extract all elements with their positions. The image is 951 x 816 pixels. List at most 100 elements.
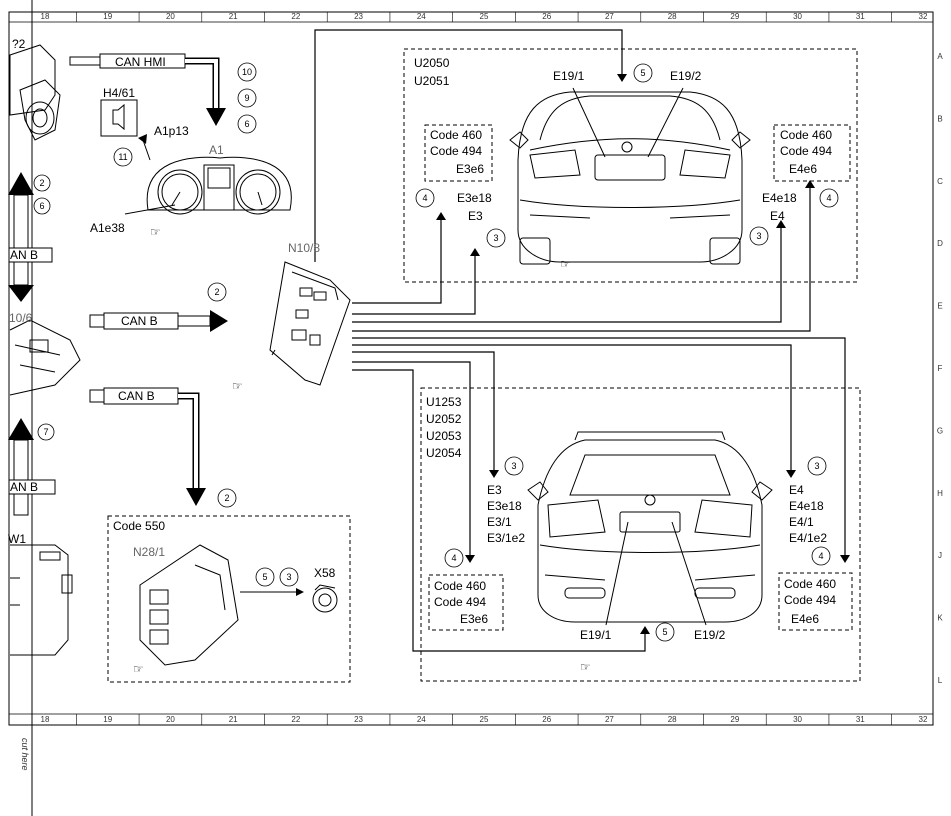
wagon-right-code-box (778, 572, 853, 631)
grid-column-label: 24 (417, 12, 426, 21)
module-output-wires (352, 180, 850, 652)
ref-circle: 4 (422, 193, 427, 203)
instrument-cluster (146, 156, 292, 215)
lamp-label: E4 (789, 483, 804, 497)
grid-column-label: 20 (166, 715, 175, 724)
control-unit-n28-1 (139, 544, 239, 666)
grid-column-label: 19 (103, 12, 112, 21)
ref-circle: 5 (262, 572, 267, 582)
code-text: Code 460 (430, 128, 482, 142)
hand-pointer-icon: ☞ (133, 662, 144, 676)
grid-column-label: 22 (291, 12, 300, 21)
wagon-left-code-box (428, 574, 504, 631)
ref-circle: 6 (244, 119, 249, 129)
ref-circle: 3 (511, 461, 516, 471)
grid-row-label: A (937, 52, 943, 61)
grid-row-label: H (937, 489, 943, 498)
grid-column-label: 28 (668, 715, 677, 724)
grid-row-label: D (937, 239, 943, 248)
ref-circle: 4 (826, 193, 831, 203)
component-10-6: 10/6 (9, 311, 33, 325)
ref-circle: 6 (39, 201, 44, 211)
lamp-label: E3 (468, 209, 483, 223)
lamp-label: E3 (487, 483, 502, 497)
grid-row-label: G (937, 426, 943, 435)
hand-pointer-icon: ☞ (150, 225, 161, 239)
n10-8-label: N10/8 (288, 241, 320, 255)
can-b-fragment-1: AN B (10, 248, 38, 262)
code-550-title: Code 550 (113, 519, 165, 533)
grid-row-label: L (938, 676, 943, 685)
ref-circle: 4 (451, 553, 456, 563)
lamp-label: E4/1e2 (789, 531, 827, 545)
hand-pointer-icon: ☞ (580, 660, 591, 674)
code-text: Code 460 (434, 579, 486, 593)
sam-module-n10-8 (269, 261, 351, 386)
grid-column-label: 25 (480, 12, 489, 21)
grid-row-label: K (937, 614, 943, 623)
ref-circle: 4 (818, 551, 823, 561)
wagon-rear-view (527, 431, 773, 626)
can-hmi-label: CAN HMI (115, 55, 166, 69)
grid-column-label: 20 (166, 12, 175, 21)
ref-circle: 2 (214, 287, 219, 297)
x58-label: X58 (314, 566, 336, 580)
component-w1: W1 (8, 532, 26, 546)
n28-1-label: N28/1 (133, 545, 165, 559)
code-text: Code 494 (780, 144, 832, 158)
grid-column-label: 28 (668, 12, 677, 21)
grid-row-label: E (937, 302, 942, 311)
code-text: E3e6 (460, 612, 488, 626)
hand-pointer-icon: ☞ (232, 379, 243, 393)
hand-pointer-icon: ☞ (560, 257, 571, 271)
ref-circle: 9 (244, 93, 249, 103)
ref-circle: 2 (39, 178, 44, 188)
grid-column-label: 31 (856, 715, 865, 724)
grid-column-label: 22 (291, 715, 300, 724)
wagon-variant: U2053 (426, 429, 462, 443)
code-text: Code 460 (784, 577, 836, 591)
grid-column-label: 29 (730, 715, 739, 724)
grid-row-label: C (937, 177, 943, 186)
grid-column-label: 31 (856, 12, 865, 21)
grid-row-label: F (938, 364, 943, 373)
code-text: Code 494 (434, 595, 486, 609)
ref-circle: 3 (286, 572, 291, 582)
ref-circle: 10 (242, 67, 252, 77)
ref-circle: 11 (118, 152, 127, 162)
a1-label: A1 (209, 143, 224, 157)
speaker-icon (100, 99, 138, 137)
ref-circle: 3 (493, 233, 498, 243)
grid-column-label: 21 (229, 715, 238, 724)
lamp-label: E3/1e2 (487, 531, 525, 545)
grid-column-label: 23 (354, 12, 363, 21)
code-text: Code 494 (784, 593, 836, 607)
ref-circle: 5 (640, 68, 645, 78)
lamp-label: E3e18 (457, 191, 492, 205)
wagon-variant: U2054 (426, 446, 462, 460)
ref-circle: 5 (662, 627, 667, 637)
ref-circle: 3 (756, 231, 761, 241)
lamp-label: E3e18 (487, 499, 522, 513)
grid-row-label: J (938, 551, 942, 560)
h4-61-label: H4/61 (103, 86, 135, 100)
wagon-e19-1: E19/1 (580, 628, 612, 642)
can-b-fragment-2: AN B (10, 480, 38, 494)
ref-circle: 3 (814, 461, 819, 471)
grid-column-label: 29 (730, 12, 739, 21)
grid-column-label: 26 (542, 12, 551, 21)
grid-row-label: B (937, 114, 942, 123)
grid-column-label: 27 (605, 715, 614, 724)
wagon-variant: U1253 (426, 395, 462, 409)
grid-column-label: 18 (41, 715, 50, 724)
can-b-input-label: CAN B (121, 314, 158, 328)
grid-row-labels: A B C D E F G H J K L (937, 52, 943, 685)
can-hmi-wire (69, 56, 101, 66)
sedan-left-code-box (424, 124, 493, 182)
a1e38-label: A1e38 (90, 221, 125, 235)
grid-column-label: 18 (41, 12, 50, 21)
code-text: E4e6 (789, 162, 817, 176)
code-text: Code 494 (430, 144, 482, 158)
